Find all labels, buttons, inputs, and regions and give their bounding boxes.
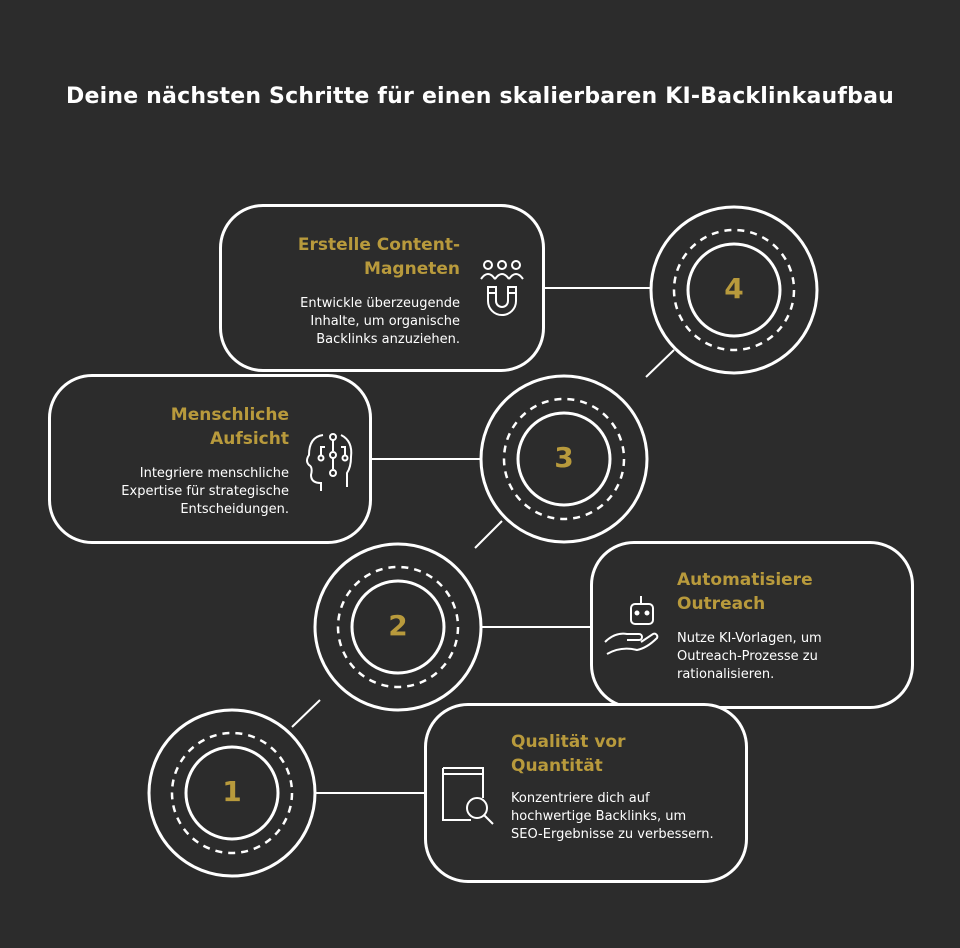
book-search-icon [439, 764, 499, 832]
step-2-number: 2 [388, 609, 408, 642]
robot-hand-icon [603, 594, 659, 662]
step-4-number: 4 [724, 272, 744, 305]
step-3-description: Integriere menschliche Expertise für str… [121, 466, 289, 517]
step-2-description: Nutze KI-Vorlagen, um Outreach-Prozesse … [677, 631, 822, 682]
step-3-number: 3 [554, 441, 574, 474]
step-1-description: Konzentriere dich auf hochwertige Backli… [511, 791, 714, 842]
step-2-card: Automatisiere Outreach Nutze KI-Vorlagen… [590, 541, 914, 709]
step-4-circle [649, 205, 819, 375]
step-2-heading: Automatisiere Outreach [677, 570, 813, 614]
diagram-title: Deine nächsten Schritte für einen skalie… [66, 84, 894, 109]
step-1-heading: Qualität vor Quantität [511, 732, 626, 776]
step-4-heading: Erstelle Content-Magneten [297, 235, 460, 279]
step-1-number: 1 [222, 775, 242, 808]
human-head-circuit-icon [305, 429, 357, 497]
step-3-card: Menschliche Aufsicht Integriere menschli… [48, 374, 372, 544]
step-4-description: Entwickle überzeugende Inhalte, um organ… [300, 296, 460, 347]
step-1-card: Qualität vor Quantität Konzentriere dich… [424, 703, 748, 883]
step-4-card: Erstelle Content-Magneten Entwickle über… [219, 204, 545, 372]
people-magnet-icon [478, 257, 526, 325]
step-3-heading: Menschliche Aufsicht [170, 405, 289, 449]
